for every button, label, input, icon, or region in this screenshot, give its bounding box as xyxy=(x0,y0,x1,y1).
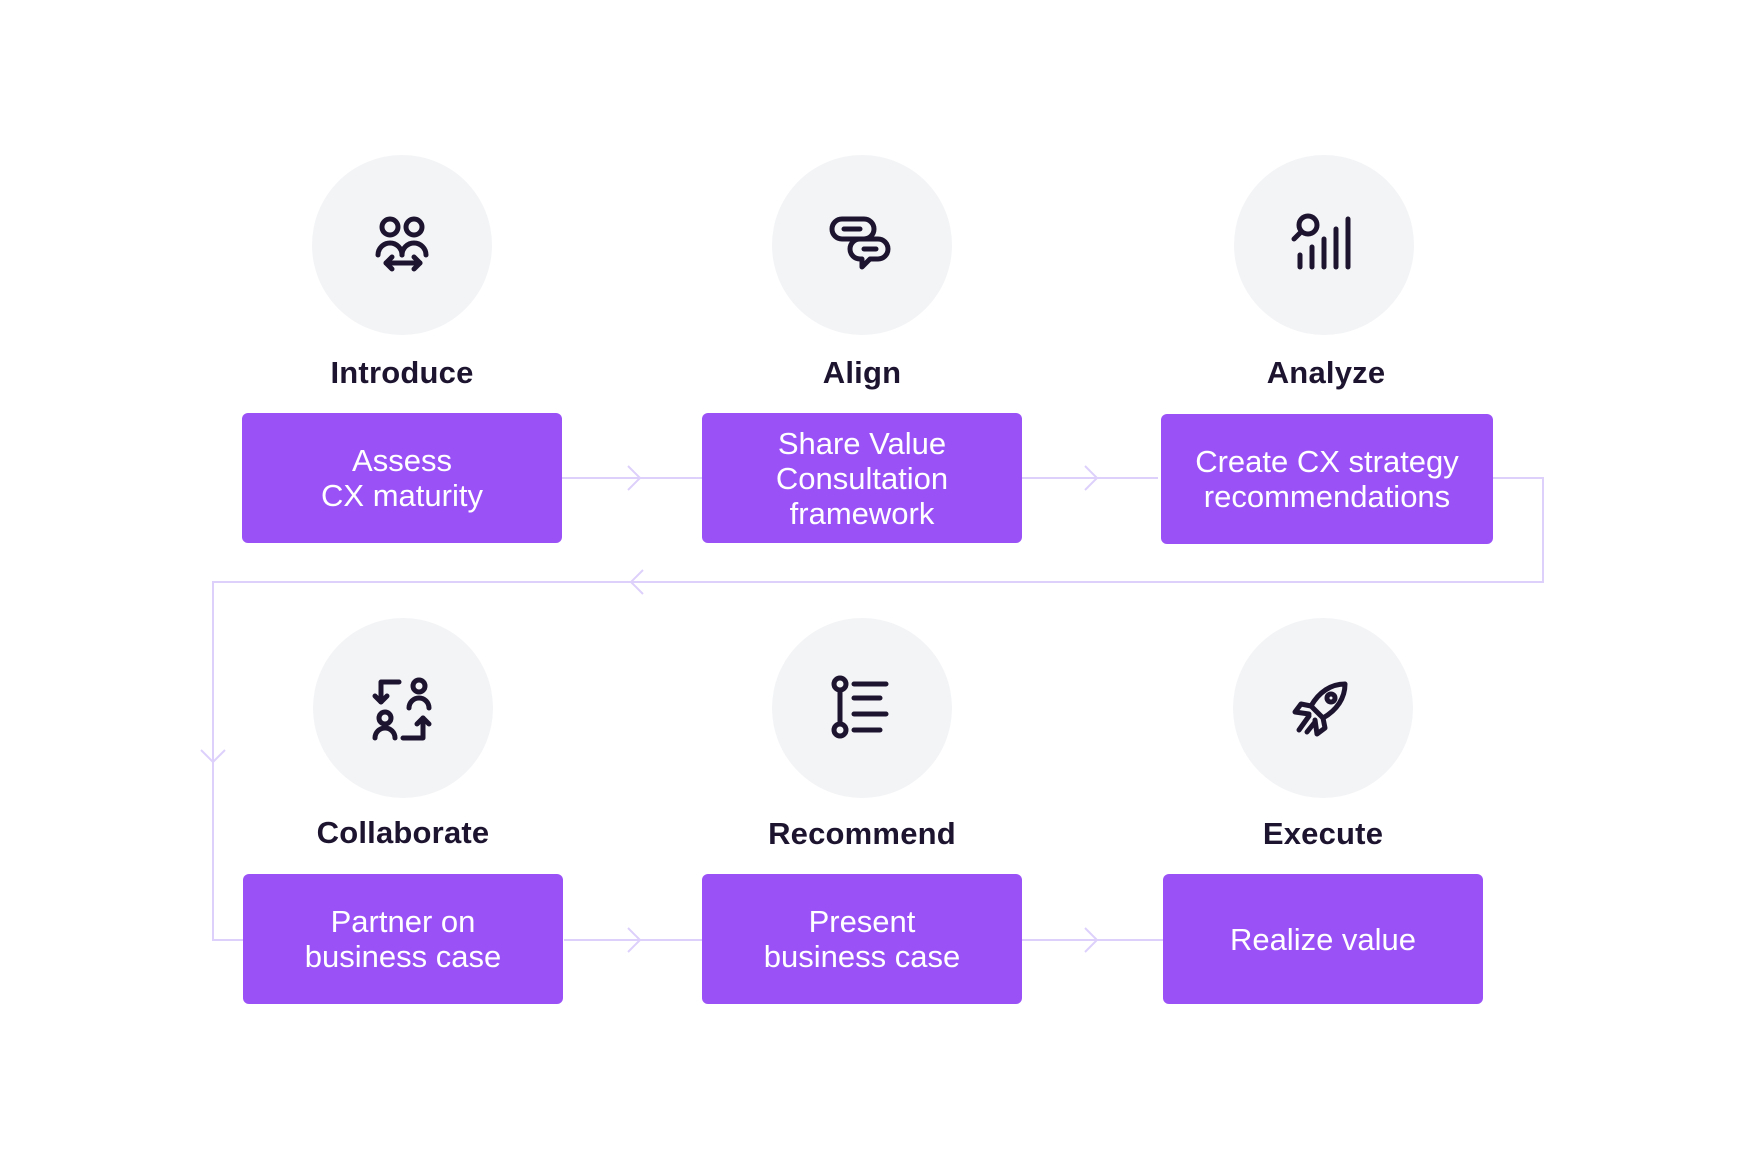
step-title: Align xyxy=(822,355,902,390)
people-swap-icon xyxy=(372,677,432,741)
arrowhead-wrap-left xyxy=(629,569,644,595)
step-title: Introduce xyxy=(330,355,474,390)
icon-circle-align xyxy=(772,155,952,335)
icon-circle-collaborate xyxy=(313,618,493,798)
step-box: Create CX strategy recommendations xyxy=(1161,414,1493,544)
step-box: Assess CX maturity xyxy=(242,413,562,543)
step-title: Analyze xyxy=(1266,355,1386,390)
step-box: Present business case xyxy=(702,874,1022,1004)
arrowhead-wrap-down xyxy=(200,749,226,764)
icon-circle-execute xyxy=(1233,618,1413,798)
arrowhead-step5-step6 xyxy=(1084,927,1099,953)
people-exchange-icon xyxy=(375,216,429,272)
icon-circle-analyze xyxy=(1234,155,1414,335)
step-box: Realize value xyxy=(1163,874,1483,1004)
icon-circle-recommend xyxy=(772,618,952,798)
icon-circle-introduce xyxy=(312,155,492,335)
step-box: Share Value Consultation framework xyxy=(702,413,1022,543)
step-title: Recommend xyxy=(768,816,956,851)
chat-bubbles-icon xyxy=(829,216,891,270)
rocket-icon xyxy=(1292,681,1348,737)
connector-wrap xyxy=(212,477,1544,941)
arrowhead-step1-step2 xyxy=(627,465,642,491)
arrowhead-step4-step5 xyxy=(627,927,642,953)
step-title: Execute xyxy=(1262,816,1384,851)
step-box: Partner on business case xyxy=(243,874,563,1004)
search-chart-icon xyxy=(1291,213,1351,270)
step-title: Collaborate xyxy=(316,815,490,850)
arrowhead-step2-step3 xyxy=(1084,465,1099,491)
list-steps-icon xyxy=(831,675,889,739)
